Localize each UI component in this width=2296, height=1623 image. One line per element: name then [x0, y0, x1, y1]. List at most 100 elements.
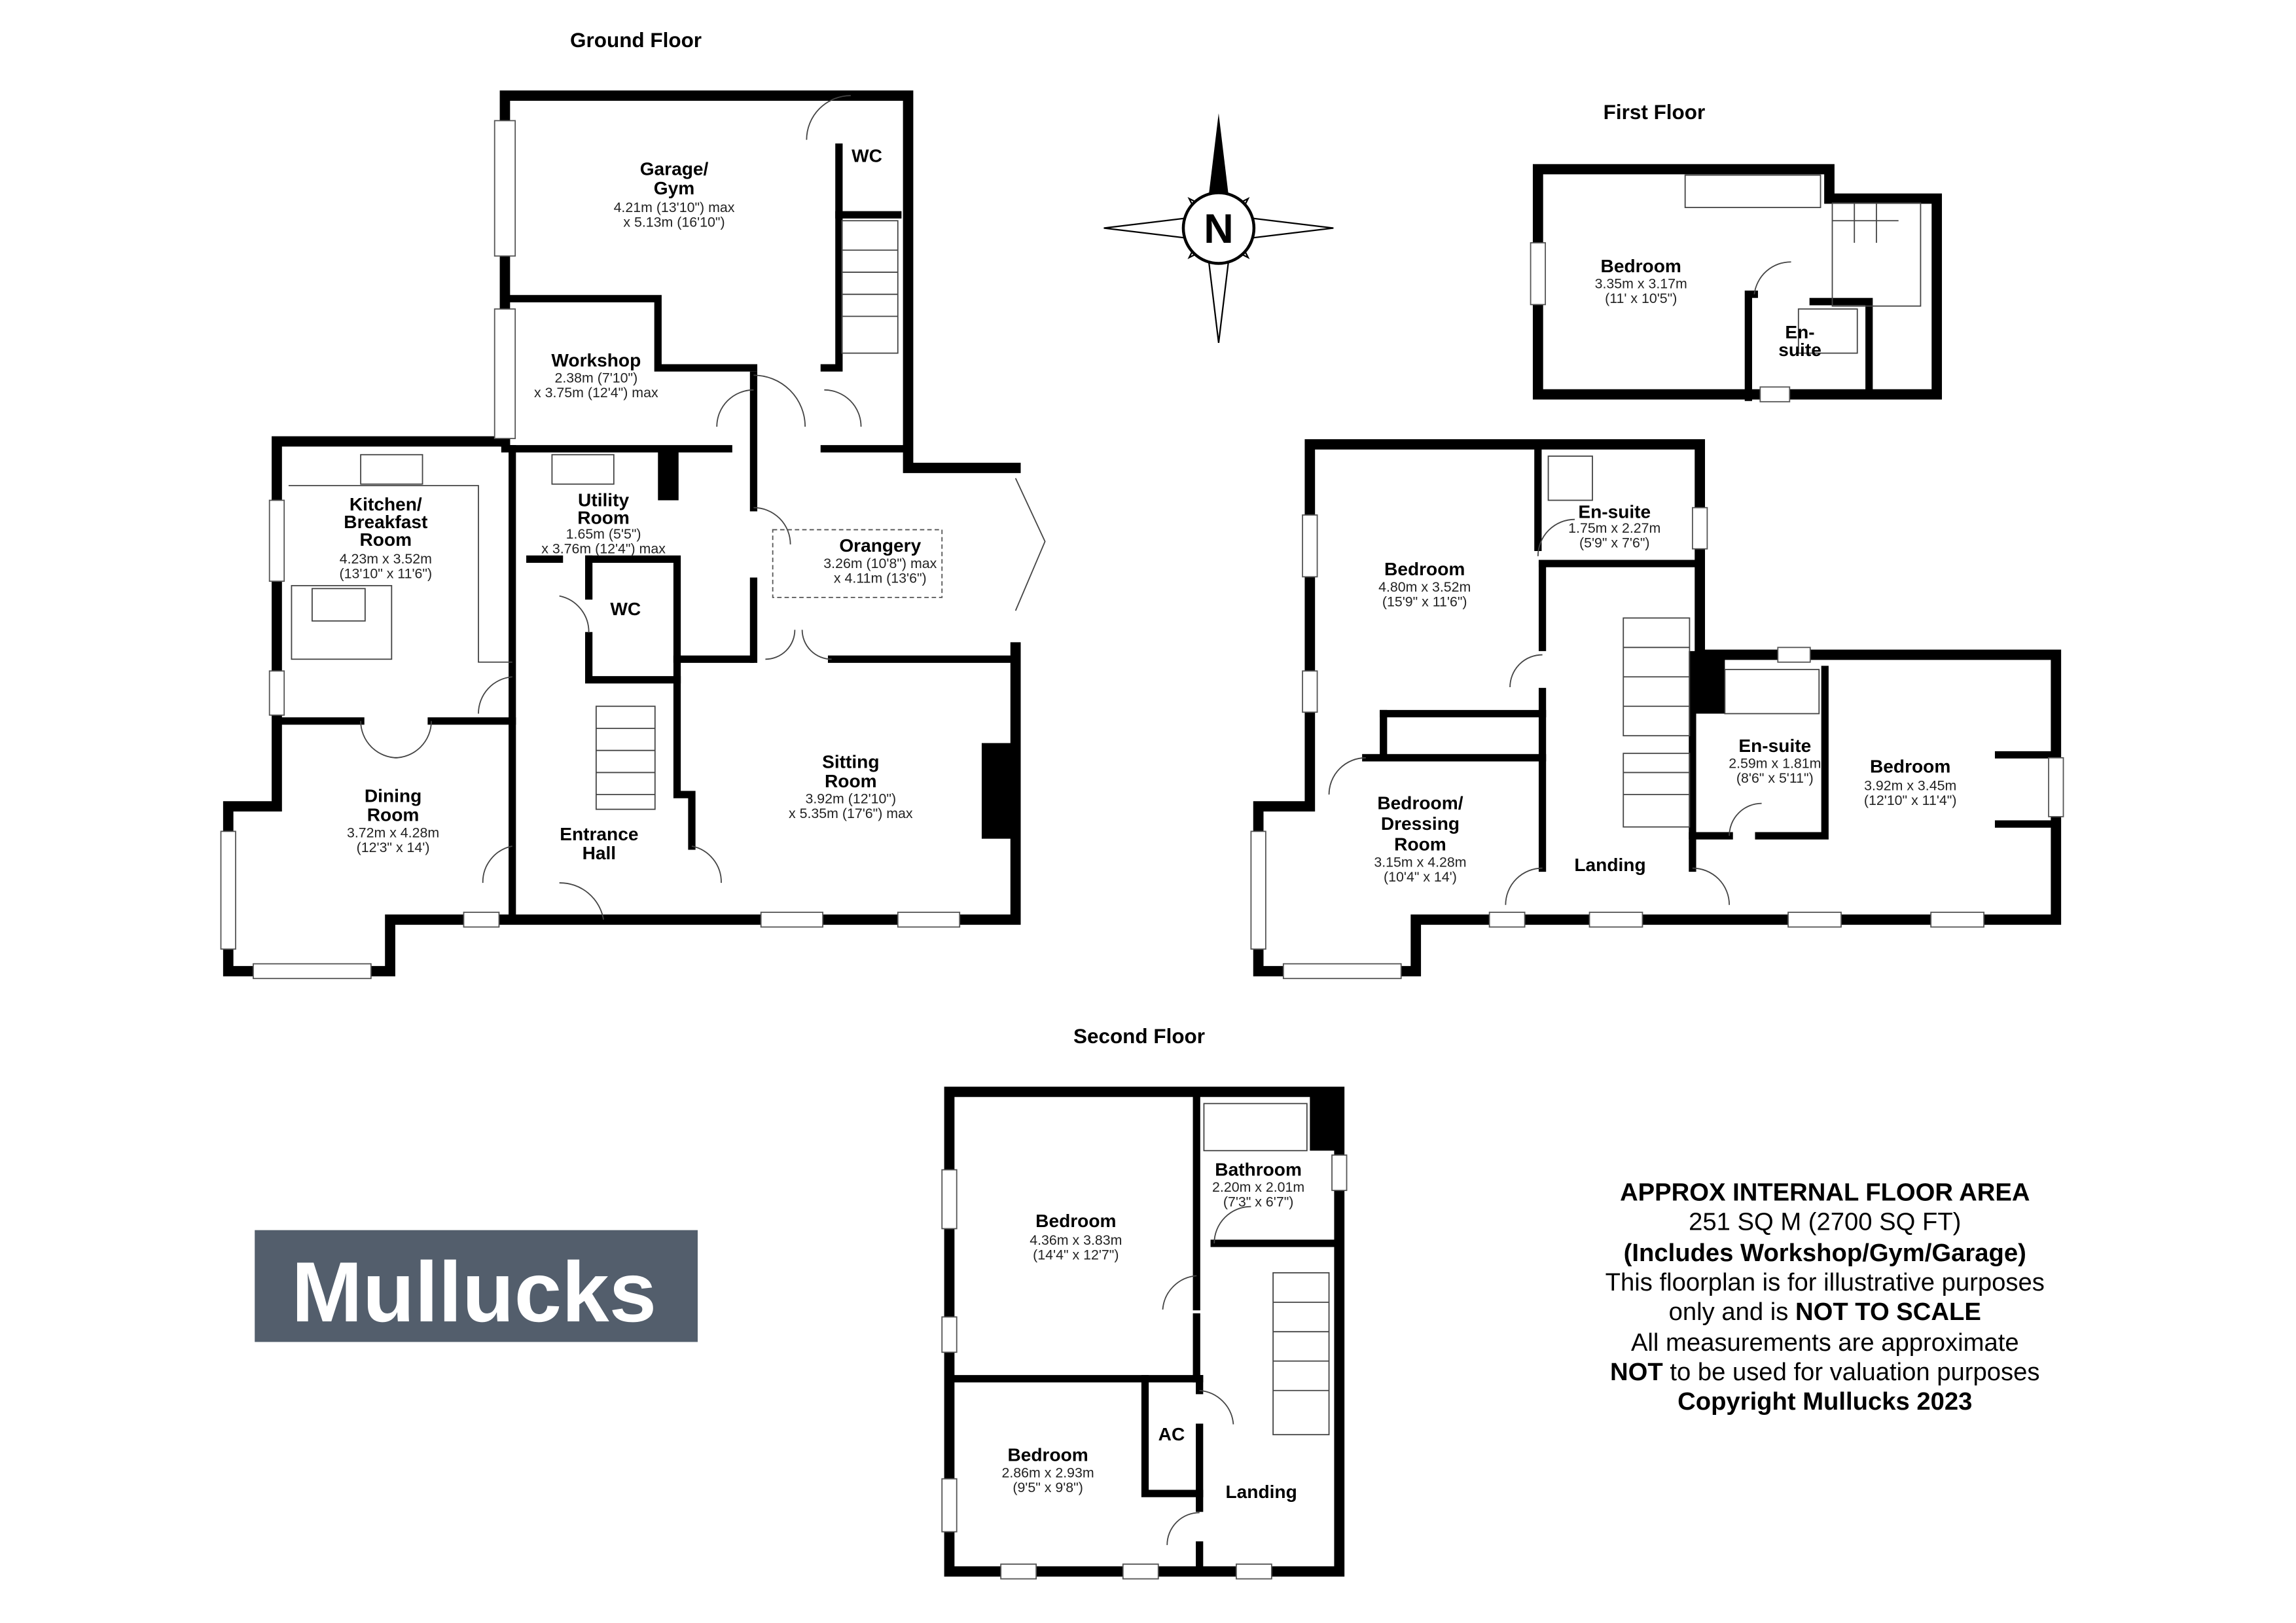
window	[1122, 1563, 1159, 1580]
wall	[501, 294, 758, 372]
svg-text:x 3.75m (12'4") max: x 3.75m (12'4") max	[534, 385, 658, 401]
svg-text:(9'5" x 9'8"): (9'5" x 9'8")	[1013, 1480, 1083, 1495]
info-line4: NOT to be used for valuation purposes	[1610, 1358, 2039, 1386]
svg-text:Bathroom: Bathroom	[1215, 1159, 1302, 1179]
room-label-en-suite: En-suite 1.75m x 2.27m (5'9" x 7'6")	[1568, 501, 1660, 550]
svg-text:suite: suite	[1778, 340, 1821, 360]
garage-door	[493, 120, 516, 257]
svg-text:3.92m (12'10"): 3.92m (12'10")	[806, 791, 897, 807]
svg-text:Room: Room	[825, 771, 877, 791]
svg-text:(11' x 10'5"): (11' x 10'5")	[1605, 291, 1677, 306]
svg-text:Dressing: Dressing	[1381, 813, 1460, 834]
svg-text:x 4.11m (13'6"): x 4.11m (13'6")	[834, 570, 927, 586]
room-label-bathroom: Bathroom 2.20m x 2.01m (7'3" x 6'7")	[1212, 1159, 1304, 1209]
kitchenette	[1684, 174, 1821, 208]
room-label-landing: Landing	[1226, 1482, 1297, 1502]
kitchen-island	[291, 584, 393, 660]
svg-text:2.20m x 2.01m: 2.20m x 2.01m	[1212, 1179, 1304, 1195]
window	[253, 963, 372, 980]
room-label-dressing-room: Bedroom/ Dressing Room 3.15m x 4.28m (10…	[1374, 793, 1466, 885]
window	[2048, 757, 2064, 817]
svg-text:Bedroom: Bedroom	[1384, 559, 1465, 579]
window	[1488, 912, 1526, 928]
roof-lantern	[772, 529, 943, 598]
svg-text:Utility: Utility	[578, 490, 629, 510]
info-heading: APPROX INTERNAL FLOOR AREA	[1620, 1179, 2030, 1207]
second-floor-title: Second Floor	[1073, 1025, 1205, 1048]
room-label-garage-gym: Garage/ Gym 4.21m (13'10") max x 5.13m (…	[614, 159, 735, 230]
svg-text:(10'4" x 14'): (10'4" x 14')	[1384, 869, 1457, 885]
window	[268, 670, 285, 716]
chimney	[1310, 1092, 1340, 1151]
svg-text:Room: Room	[1394, 834, 1446, 855]
svg-text:Workshop: Workshop	[551, 350, 641, 370]
hob-icon	[312, 588, 366, 622]
wall	[1809, 298, 1873, 399]
svg-text:3.15m x 4.28m: 3.15m x 4.28m	[1374, 854, 1466, 870]
svg-text:Bedroom: Bedroom	[1870, 756, 1950, 776]
window	[1777, 647, 1811, 663]
wall	[1532, 164, 1943, 400]
window	[1692, 507, 1708, 550]
wall	[1755, 666, 1829, 840]
svg-text:Bedroom: Bedroom	[1007, 1445, 1088, 1465]
doors	[1328, 518, 1762, 905]
svg-text:(13'10" x 11'6"): (13'10" x 11'6")	[340, 566, 433, 582]
svg-text:x 5.35m (17'6") max: x 5.35m (17'6") max	[789, 806, 913, 821]
svg-text:Dining: Dining	[365, 785, 422, 806]
svg-text:2.59m x 1.81m: 2.59m x 1.81m	[1729, 756, 1821, 772]
wall	[944, 1086, 1345, 1577]
window	[1000, 1563, 1037, 1580]
staircase	[1623, 617, 1691, 828]
room-label-bedroom: Bedroom 4.36m x 3.83m (14'4" x 12'7")	[1030, 1211, 1122, 1262]
svg-text:(5'9" x 7'6"): (5'9" x 7'6")	[1579, 535, 1650, 550]
window	[1787, 912, 1842, 928]
wall	[1253, 439, 2062, 976]
window	[1302, 514, 1318, 578]
svg-text:(8'6" x 5'11"): (8'6" x 5'11")	[1736, 770, 1814, 786]
svg-text:Mullucks: Mullucks	[291, 1244, 656, 1340]
floor-area-info: APPROX INTERNAL FLOOR AREA 251 SQ M (270…	[1605, 1179, 2045, 1416]
mullucks-logo: Mullucks	[255, 1230, 698, 1342]
window	[1930, 912, 1984, 928]
shower-icon	[1724, 669, 1820, 715]
room-label-ac: AC	[1158, 1424, 1185, 1444]
svg-text:(12'10" x 11'4"): (12'10" x 11'4")	[1864, 793, 1957, 808]
info-line2: only and is NOT TO SCALE	[1669, 1298, 1981, 1326]
svg-text:4.23m x 3.52m: 4.23m x 3.52m	[340, 551, 432, 567]
room-label-bedroom: Bedroom 2.86m x 2.93m (9'5" x 9'8")	[1002, 1445, 1094, 1495]
svg-text:Bedroom: Bedroom	[1035, 1211, 1116, 1231]
svg-text:Bedroom: Bedroom	[1601, 256, 1681, 276]
window	[1282, 963, 1402, 980]
first-floor-title: First Floor	[1604, 101, 1706, 124]
svg-text:En-: En-	[1785, 322, 1814, 342]
window	[941, 1478, 958, 1533]
svg-text:(15'9" x 11'6"): (15'9" x 11'6")	[1382, 594, 1467, 609]
staircase	[1272, 1272, 1330, 1436]
window	[897, 912, 961, 928]
svg-text:(12'3" x 14'): (12'3" x 14')	[357, 840, 430, 855]
fireplace	[981, 743, 1016, 839]
doors	[360, 95, 862, 920]
svg-text:(14'4" x 12'7"): (14'4" x 12'7")	[1033, 1247, 1119, 1263]
wall	[584, 632, 681, 684]
svg-text:x 3.76m (12'4") max: x 3.76m (12'4") max	[541, 541, 666, 556]
svg-text:Sitting: Sitting	[822, 752, 879, 772]
svg-text:Room: Room	[367, 805, 420, 825]
compass-rose-icon: N	[1103, 113, 1334, 344]
room-label-utility: Utility Room 1.65m (5'5") x 3.76m (12'4"…	[541, 490, 666, 556]
svg-text:3.26m (10'8") max: 3.26m (10'8") max	[823, 556, 937, 571]
svg-text:Room: Room	[360, 529, 412, 550]
window	[463, 912, 500, 928]
info-includes: (Includes Workshop/Gym/Garage)	[1624, 1239, 2026, 1267]
shower-icon	[1547, 455, 1593, 501]
room-label-wc: WC	[610, 599, 641, 619]
svg-text:3.72m x 4.28m: 3.72m x 4.28m	[347, 825, 439, 840]
window	[1236, 1563, 1272, 1580]
room-label-en-suite: En-suite 2.59m x 1.81m (8'6" x 5'11")	[1729, 736, 1821, 786]
wall	[1141, 1375, 1204, 1497]
sink-icon	[551, 454, 615, 485]
svg-text:1.75m x 2.27m: 1.75m x 2.27m	[1568, 520, 1660, 536]
shower-icon	[1797, 308, 1858, 354]
kitchen-counter	[288, 485, 512, 663]
